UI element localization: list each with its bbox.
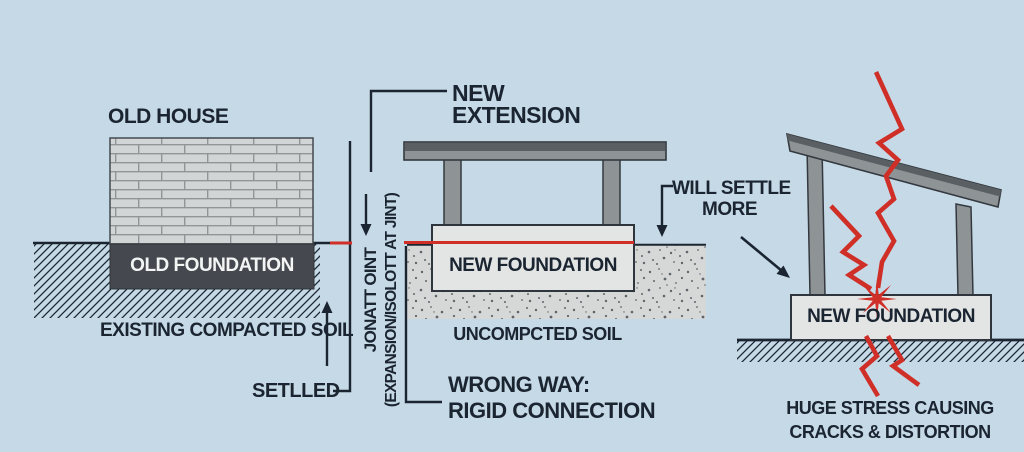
right-ground-hatch: [737, 341, 1024, 362]
will-settle-line2: MORE: [702, 199, 758, 220]
stress-burst-star: [857, 279, 897, 319]
new-extension-line2: EXTENSION: [452, 102, 581, 128]
will-settle-bracket-arrow: [656, 184, 673, 237]
new-foundation-label-mid: NEW FOUNDATION: [449, 255, 617, 276]
extension-leader-line: [369, 89, 447, 172]
crack-bolt-left: [829, 204, 873, 291]
joint-line-bracket: [333, 141, 352, 393]
old-foundation-label: OLD FOUNDATION: [130, 255, 294, 277]
uncompacted-soil-label: UNCOMPCTED SOIL: [453, 324, 622, 344]
huge-stress-label: HUGE STRESS CAUSING CRACKS & DISTORTION: [786, 396, 994, 444]
crack-bolt-bottom-right: [886, 334, 921, 387]
new-extension-label: NEW EXTENSION: [452, 80, 581, 128]
existing-soil-label: EXISTING COMPACTED SOIL: [100, 320, 354, 341]
huge-stress-line1: HUGE STRESS CAUSING: [786, 398, 994, 418]
stress-crack-bolts: [829, 71, 921, 398]
settle-more-diagonal-arrow: [740, 235, 790, 278]
tilted-post-right: [955, 203, 974, 297]
joint-label-line2: (EXPANSION/ISOLOTT AT JINT): [383, 192, 400, 408]
tilted-post-left: [806, 145, 826, 297]
new-foundation-label-right: NEW FOUNDATION: [807, 306, 975, 327]
old-house-title: OLD HOUSE: [108, 105, 229, 128]
will-settle-line1: WILL SETTLE: [672, 178, 791, 199]
wrong-way-line2: RIGID CONNECTION: [448, 398, 656, 423]
wrong-way-label: WRONG WAY: RIGID CONNECTION: [448, 372, 656, 424]
extension-roof-slab-top: [405, 143, 665, 151]
new-extension-line1: NEW: [452, 80, 505, 106]
settled-label: SETLLED: [252, 380, 340, 402]
extension-post-left: [443, 157, 462, 227]
settled-up-arrow: [321, 301, 333, 366]
expansion-joint-label: JONATT OINT (EXPANSION/ISOLOTT AT JINT): [360, 193, 402, 407]
joint-down-arrow: [360, 194, 372, 236]
extension-post-right: [602, 157, 621, 227]
crack-bolt-top: [873, 71, 905, 289]
new-foundation-block-mid: [431, 224, 635, 292]
joint-label-line1: JONATT OINT: [361, 247, 380, 353]
crack-bolt-bottom-left: [859, 334, 880, 398]
new-foundation-block-right: [790, 294, 992, 341]
will-settle-label: WILL SETTLE MORE: [672, 178, 791, 220]
wrong-way-bracket: [404, 246, 442, 404]
old-house-brick-wall: [109, 137, 314, 245]
wrong-way-line1: WRONG WAY:: [448, 372, 590, 397]
huge-stress-line2: CRACKS & DISTORTION: [789, 422, 991, 442]
old-foundation-block: [109, 243, 315, 290]
